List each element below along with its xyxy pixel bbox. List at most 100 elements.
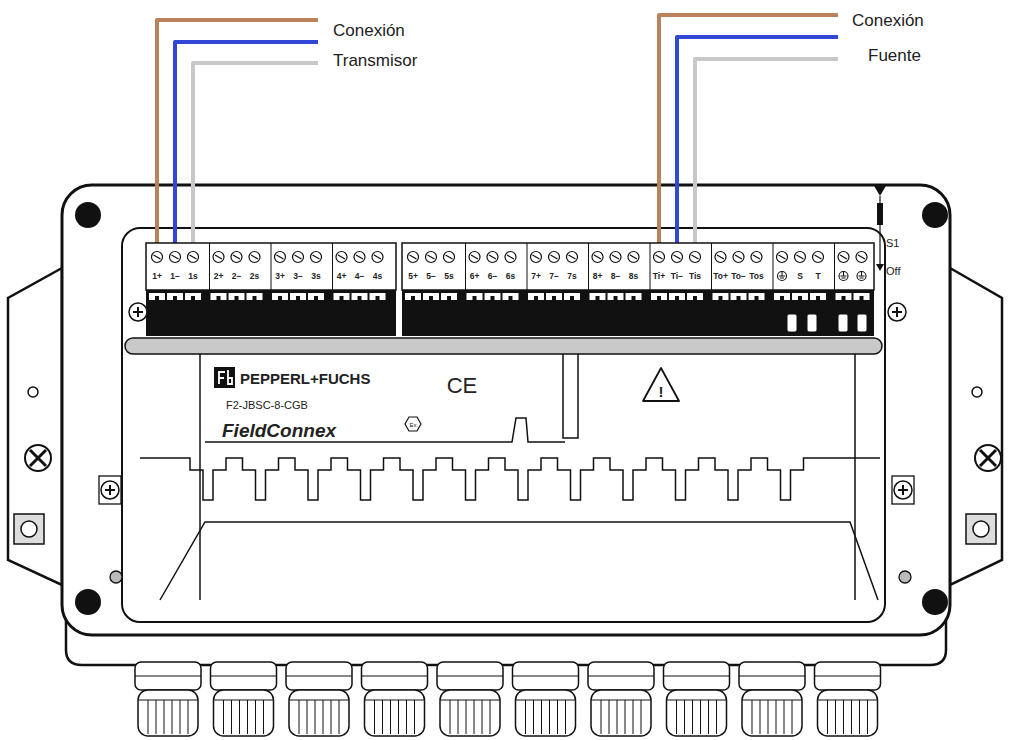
terminal-slot-gap [278,296,282,300]
ear-hole [21,521,37,537]
gland-ribs [286,676,352,734]
screw-head [592,252,603,263]
screw-slot [656,255,663,259]
corner-screw [75,202,101,228]
screw-cross [105,485,115,495]
terminal-slot-gap [447,296,451,300]
terminal-label: 6+ [470,272,480,281]
terminal-slot-gap [376,296,380,300]
earth-ring [839,272,848,281]
terminal-slot [272,293,288,300]
panel-screw [888,303,906,321]
terminal-screw [567,252,578,263]
group-divider [588,243,589,290]
terminal-slot [731,293,747,300]
earth-lines [859,272,865,278]
gland-cap [516,690,576,736]
screw-slot [172,255,179,259]
earth-ring [857,272,866,281]
terminal-slot-gap [816,296,820,300]
mounting-ear [950,268,1002,585]
terminal-slot-gap [552,296,556,300]
screw-slot [277,255,284,259]
earth-symbol [778,272,787,281]
ear-screw [25,445,51,471]
terminal-slot [467,293,483,300]
terminal-slot [211,293,227,300]
terminal-slot [352,293,368,300]
terminal-slot [792,293,808,300]
terminal-label: Ti+ [653,272,665,281]
terminal-slot [608,293,624,300]
terminal-slot [149,293,165,300]
terminal-slot-gap [314,296,318,300]
terminal-slot-gap [798,296,802,300]
screw-head [426,252,437,263]
screw-head [170,252,181,263]
product-line: FieldConnex [222,421,336,440]
gland-cap [289,690,349,736]
screw-head [152,252,163,263]
terminal-slot [564,293,580,300]
terminal-slot-gap [780,296,784,300]
corner-screw [75,589,101,615]
terminal-label: 4− [355,272,365,281]
terminal-screw [549,252,560,263]
terminal-label: 8− [611,272,621,281]
terminal-label: 4s [373,272,382,281]
terminal-slot [810,293,826,300]
gland-ribs [815,676,881,734]
screw-head [654,252,665,263]
terminal-slot-gap [657,296,661,300]
switch-label: Off [886,266,900,277]
terminal-screw [444,252,455,263]
panel-screw [129,303,147,321]
terminal-screw [856,252,867,263]
terminal-label: 4+ [337,272,347,281]
corner-screw [922,202,948,228]
screw-head [231,252,242,263]
screw-head [129,303,147,321]
terminal-slot [836,293,852,300]
terminal-screw [715,252,726,263]
screw-head [777,252,788,263]
screw-head [408,252,419,263]
screw-slot [356,255,363,259]
terminal-screw [231,252,242,263]
terminal-screw [213,252,224,263]
panel-screw [99,476,121,504]
gland-cap [138,690,198,736]
terminal-slot [290,293,306,300]
screw-head [444,252,455,263]
screw-head [249,252,260,263]
screw-slot [779,255,786,259]
gland-ribs [437,676,503,734]
gland-ribs [513,676,579,734]
terminal-label: 8s [629,272,638,281]
group-divider [465,243,466,290]
screw-head [567,252,578,263]
terminal-label: S [797,272,803,281]
warning-mark: ! [659,384,664,399]
screw-head [531,252,542,263]
group-divider [773,243,774,290]
blue-wire [677,37,838,251]
terminal-screw [690,252,701,263]
gland-cap [214,690,274,736]
screw-head [372,252,383,263]
terminal-label: Tos [749,272,763,281]
terminal-slot-gap [570,296,574,300]
logo-mark [214,367,235,388]
screw-head [690,252,701,263]
terminal-label: Ti− [671,272,683,281]
terminal-lever [807,314,817,332]
terminal-label: 6s [506,272,515,281]
earth-symbol [857,272,866,281]
terminal-slot [441,293,457,300]
terminal-slot-gap [340,296,344,300]
terminal-slot [651,293,667,300]
terminal-screw [628,252,639,263]
terminal-lever [787,314,797,332]
